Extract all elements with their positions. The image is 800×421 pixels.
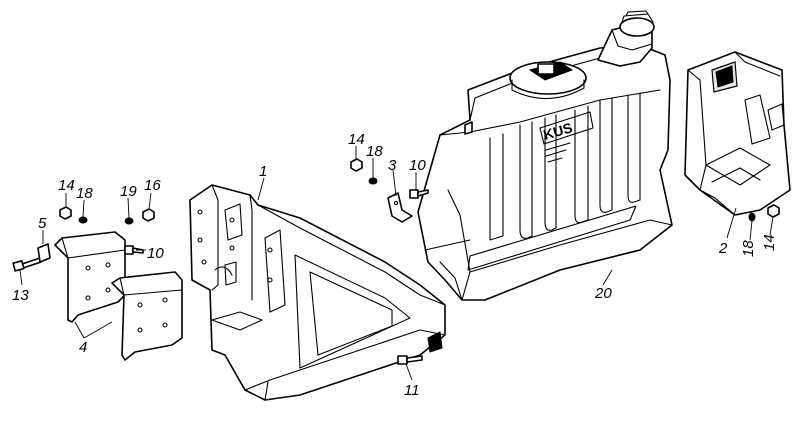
- callout-14-left: 14: [58, 177, 75, 194]
- washer-19: [124, 217, 134, 225]
- leader-lines: [19, 146, 774, 381]
- bolt-10-middle: [409, 189, 429, 199]
- callout-13: 13: [12, 287, 29, 304]
- callout-16: 16: [144, 177, 161, 194]
- callout-19: 19: [120, 183, 137, 200]
- callout-10-middle: 10: [409, 157, 426, 174]
- tank-part-20: KUS: [417, 10, 673, 301]
- callout-14-right: 14: [761, 234, 778, 251]
- plate-part-4: [54, 231, 183, 361]
- callout-4: 4: [79, 339, 87, 356]
- callout-14-middle: 14: [348, 131, 365, 148]
- callout-18-middle: 18: [366, 143, 383, 160]
- callout-11: 11: [404, 382, 420, 399]
- angle-bracket-part-3: [387, 192, 413, 223]
- frame-part-1: [189, 184, 446, 401]
- bracket-part-2: [684, 51, 791, 216]
- bolt-10-left: [124, 245, 144, 255]
- callout-18-right: 18: [740, 240, 757, 257]
- callout-3: 3: [388, 157, 397, 174]
- callout-10-left: 10: [147, 245, 164, 262]
- bolt-11: [397, 355, 423, 365]
- callout-20: 20: [594, 285, 612, 302]
- callout-2: 2: [718, 240, 728, 257]
- tank-brand-label: KUS: [541, 119, 574, 143]
- washer-18-middle: [368, 177, 378, 185]
- nut-16: [142, 208, 155, 222]
- callout-18-left: 18: [76, 185, 93, 202]
- bolt-13: [12, 257, 42, 272]
- nut-14-left: [59, 206, 72, 220]
- callout-5: 5: [38, 215, 47, 232]
- plate-washer-5: [37, 243, 51, 263]
- fasteners: [12, 158, 780, 365]
- washer-18-left: [78, 216, 88, 224]
- callout-labels: 1 2 3 4 5 10 10 11 13 14 14 14 16 18 18 …: [12, 131, 778, 399]
- nut-14-middle: [350, 158, 363, 172]
- washer-18-right: [748, 212, 756, 222]
- callout-1: 1: [259, 163, 267, 180]
- nut-14-right: [767, 204, 780, 218]
